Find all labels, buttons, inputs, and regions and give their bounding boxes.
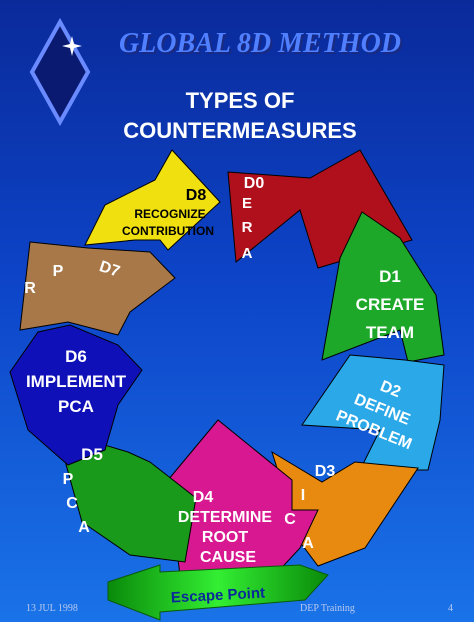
escape-point-arrow: [107, 564, 329, 621]
d8-code: D8: [186, 187, 207, 204]
footer-center: DEP Training: [300, 603, 355, 614]
escape-point-label: Escape Point: [170, 585, 265, 607]
slide-title-shadow: GLOBAL 8D METHOD: [121, 30, 403, 61]
d8-line2: CONTRIBUTION: [122, 224, 214, 238]
subtitle-line1: TYPES OF: [186, 88, 295, 113]
d4-line1: DETERMINE: [178, 509, 273, 526]
d1-arrow: [321, 211, 445, 363]
d6-arrow: [9, 324, 143, 466]
d0-letter-a: A: [242, 245, 253, 262]
d0-letter-e: E: [242, 195, 252, 212]
d6-line2: PCA: [58, 397, 94, 416]
d1-line2: TEAM: [366, 323, 414, 342]
d5-letter-c: C: [66, 495, 78, 512]
d8-line1: RECOGNIZE: [134, 207, 205, 221]
sparkle-icon: [62, 36, 82, 56]
d7-arrow: [19, 241, 176, 336]
d6-line1: IMPLEMENT: [26, 372, 127, 391]
d5-letter-a: A: [78, 519, 90, 536]
d7-letter-r: R: [24, 280, 36, 297]
d4-line2: ROOT: [202, 529, 248, 546]
d7-letter-p: P: [53, 263, 64, 280]
d0-code: D0: [244, 175, 265, 192]
d3-letter-c: C: [284, 511, 296, 528]
d7-code: D7: [97, 258, 122, 281]
d3-letter-i: I: [301, 487, 305, 504]
d1-code: D1: [379, 267, 401, 286]
d0-letter-r: R: [242, 219, 253, 236]
d3-code: D3: [315, 463, 336, 480]
d4-line3: CAUSE: [200, 549, 256, 566]
d5-letter-p: P: [63, 471, 74, 488]
d3-letter-a: A: [302, 535, 314, 552]
footer-date: 13 JUL 1998: [26, 603, 78, 614]
slide-title: GLOBAL 8D METHOD: [119, 28, 401, 59]
diamond-logo-icon: [29, 17, 91, 127]
d6-code: D6: [65, 347, 87, 366]
d3-arrow: [271, 450, 419, 567]
page-number: 4: [448, 603, 453, 614]
d5-code: D5: [81, 445, 103, 464]
d1-line1: CREATE: [356, 295, 425, 314]
d2-arrow: [301, 354, 445, 471]
d8-arrow: [84, 149, 221, 251]
d4-code: D4: [193, 489, 214, 506]
d2-code: D2: [378, 378, 403, 401]
subtitle-line2: COUNTERMEASURES: [123, 118, 356, 143]
